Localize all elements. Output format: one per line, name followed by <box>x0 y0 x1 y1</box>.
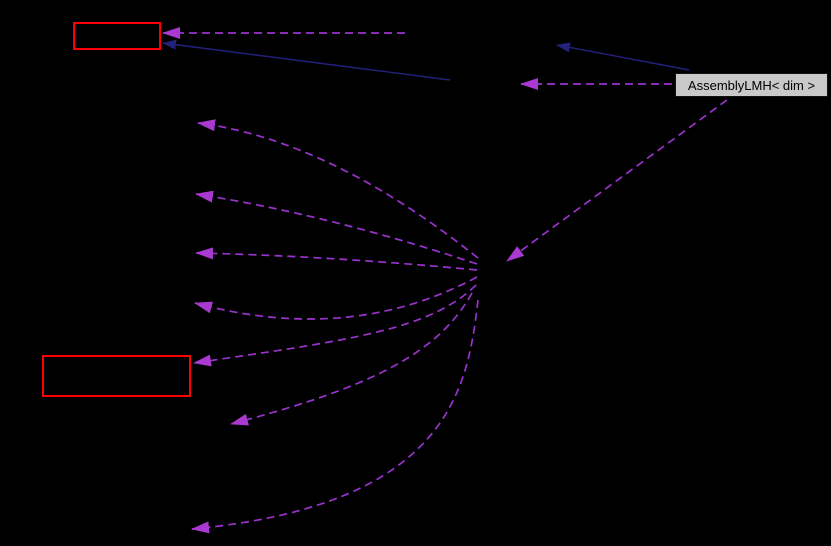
usage-edge-to-middle-left-node <box>193 284 477 367</box>
usage-edge-assembly-to-hub <box>506 99 728 262</box>
inheritance-edge-to-top-left-node <box>162 39 451 81</box>
usage-edge-fan-3 <box>195 247 478 271</box>
usage-edge-fan-7 <box>191 299 479 534</box>
inheritance-edge-to-hidden-top-node <box>556 42 690 71</box>
assembly-lmh-node[interactable]: AssemblyLMH< dim > <box>675 73 828 97</box>
usage-edge-fan-1 <box>197 119 479 259</box>
highlighted-node-top-left[interactable] <box>73 22 161 50</box>
assembly-lmh-node-label: AssemblyLMH< dim > <box>687 77 816 93</box>
usage-edge-fan-4 <box>194 276 478 320</box>
usage-edge-fan-6 <box>230 292 473 426</box>
highlighted-node-middle-left[interactable] <box>42 355 191 397</box>
usage-edge-fan-2 <box>195 190 478 265</box>
